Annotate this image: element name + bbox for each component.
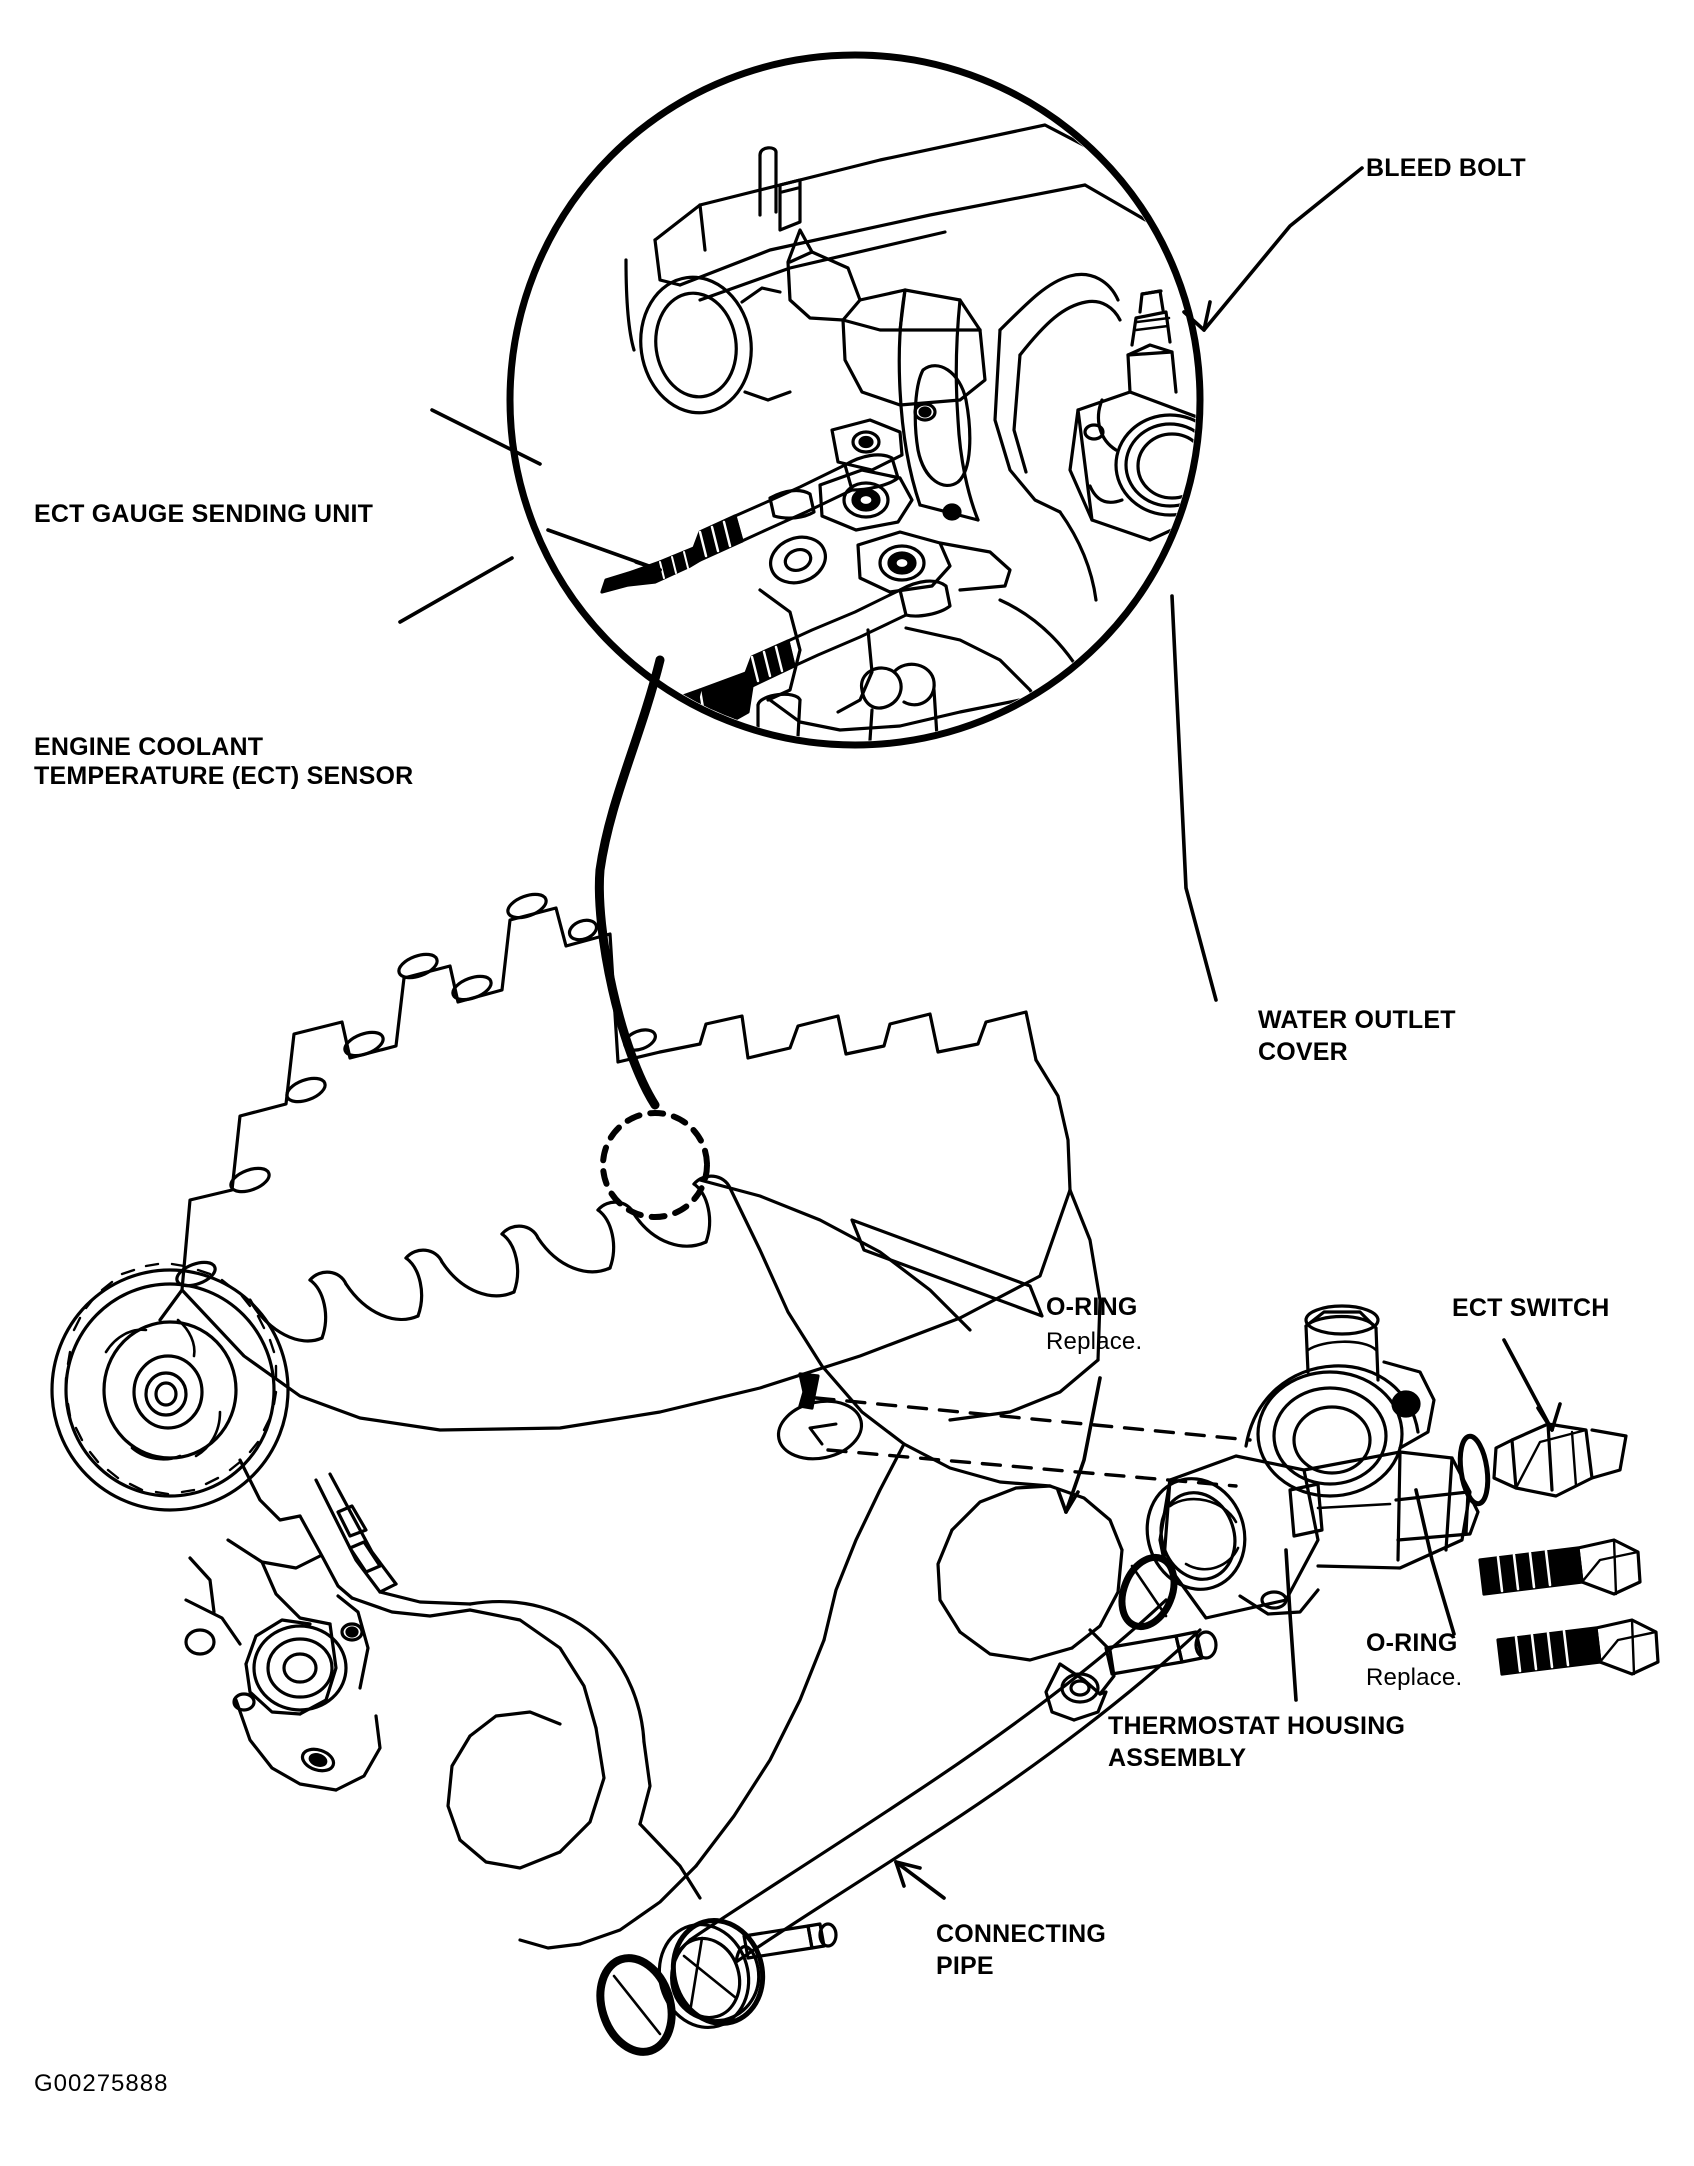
- label-engine-coolant-sensor-line1: ENGINE COOLANT: [34, 733, 264, 761]
- leader-bleed-bolt: [1202, 166, 1364, 332]
- thermostat-housing-assembly: [1145, 1304, 1480, 1620]
- ect-switch-part: [1492, 1422, 1628, 1498]
- label-engine-coolant-sensor-line2: TEMPERATURE (ECT) SENSOR: [34, 762, 414, 790]
- label-o-ring-upper: O-RING: [1046, 1293, 1138, 1321]
- o-ring-upper-part: [1457, 1433, 1491, 1507]
- leader-o-ring-lower: [1414, 1488, 1456, 1636]
- water-outlet-cover-part: [1068, 289, 1196, 598]
- engine-main-drawing: [50, 892, 1660, 2056]
- label-o-ring-lower: O-RING: [1366, 1629, 1458, 1657]
- timing-pulley: [50, 1268, 290, 1512]
- label-ect-switch: ECT SWITCH: [1452, 1294, 1610, 1322]
- detail-circle-contents: [518, 123, 1196, 741]
- leader-thermostat-housing: [1284, 1548, 1298, 1702]
- label-thermostat-housing-line2: ASSEMBLY: [1108, 1744, 1247, 1772]
- detail-leader-line: [594, 655, 665, 1110]
- leader-ect-gauge: [430, 408, 542, 466]
- label-connecting-pipe-line1: CONNECTING: [936, 1920, 1107, 1948]
- gasket-sliver: [850, 1218, 1044, 1318]
- leader-o-ring-upper: [1064, 1376, 1102, 1514]
- connecting-pipe-part: [596, 1598, 1202, 2056]
- label-water-outlet-cover-line2: COVER: [1258, 1038, 1348, 1066]
- detail-circle: [506, 51, 1204, 749]
- leader-ect-sensor: [398, 556, 514, 624]
- ect-gauge-sending-unit-part: [600, 453, 900, 594]
- flange-bolt-upper: [1478, 1538, 1642, 1596]
- o-ring-lower-part: [1118, 1553, 1178, 1631]
- label-o-ring-upper-note: Replace.: [1046, 1328, 1143, 1355]
- label-o-ring-lower-note: Replace.: [1366, 1664, 1463, 1691]
- leader-connecting-pipe: [894, 1860, 946, 1900]
- alignment-dashed-upper: [814, 1396, 1252, 1442]
- label-ect-gauge-sending-unit: ECT GAUGE SENDING UNIT: [34, 500, 374, 528]
- label-thermostat-housing-line1: THERMOSTAT HOUSING: [1108, 1712, 1406, 1740]
- label-connecting-pipe-line2: PIPE: [936, 1952, 994, 1980]
- alignment-dashed-lower: [826, 1448, 1238, 1488]
- detail-locator-circle: [600, 1110, 710, 1220]
- leader-water-outlet-cover: [1170, 594, 1218, 1002]
- label-bleed-bolt: BLEED BOLT: [1366, 154, 1526, 182]
- pipe-o-ring: [596, 1954, 676, 2056]
- flange-bolt-lower: [1496, 1618, 1660, 1676]
- figure-code: G00275888: [34, 2070, 169, 2097]
- label-water-outlet-cover-line1: WATER OUTLET: [1258, 1006, 1456, 1034]
- label-leader-lines: [398, 166, 1562, 1900]
